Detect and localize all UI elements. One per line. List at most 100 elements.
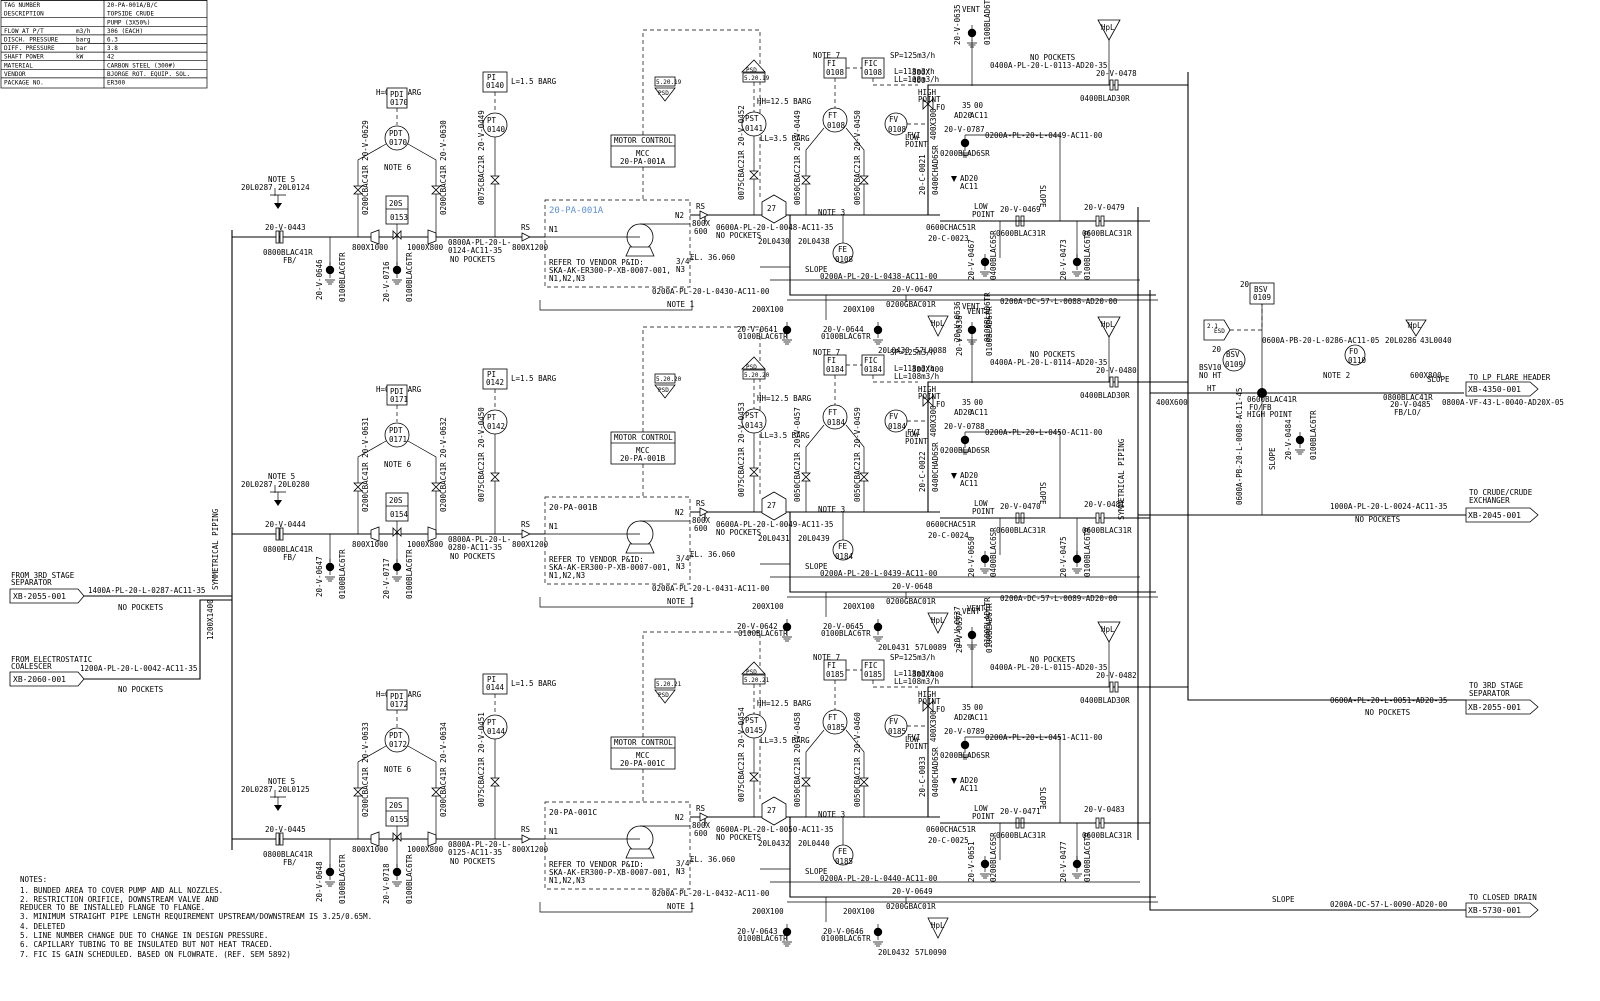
pump-tag: 20-PA-001A [549, 206, 604, 216]
valve-spec: 0600BLAC31R [996, 526, 1046, 535]
reducer-symbol [427, 526, 437, 542]
refer-text: SKA-AK-ER300-P-XB-0007-001, [549, 868, 671, 877]
line-tag: 20L0287 [241, 480, 273, 489]
mcc-box [610, 431, 676, 465]
pump-package-boundary [544, 496, 691, 585]
mcc-label: MCC [636, 149, 650, 158]
datasheet-value: 42 [107, 54, 115, 61]
mcc-label: MCC [636, 751, 650, 760]
valve-spec: 0100BLAC6TR [338, 549, 347, 599]
psd-triangle [741, 661, 766, 675]
reducer-tag: 800X1200 [512, 845, 549, 854]
alarm-setpoint: HH=12.5 BARG [757, 699, 812, 708]
hpl-label: HpL [1408, 321, 1422, 330]
pdt-bubble [384, 125, 410, 151]
ground-symbol [392, 279, 402, 285]
slope: SLOPE [805, 562, 828, 571]
line-tag: 20L0438 [798, 237, 830, 246]
instrument-no: 0170 [390, 98, 409, 107]
inlet-sep-tag: XB-2055-001 [13, 592, 66, 601]
pipe-segment [545, 223, 690, 238]
instrument-no: 0184 [827, 418, 846, 427]
hex-label: 27 [767, 501, 776, 510]
off-page-connector [1465, 381, 1539, 397]
reducer-tag: 800X [692, 516, 711, 525]
flange [1100, 817, 1105, 829]
valve-spec: 0600BLAC31R [996, 831, 1046, 840]
instrument-no: 0108 [835, 255, 854, 264]
ground-symbol [960, 754, 970, 760]
check-spec: 0600CHAC51R [926, 223, 976, 232]
instrument-label: PDT [389, 731, 403, 740]
pipe-segment [760, 266, 1140, 281]
ro-symbol [699, 812, 709, 822]
inlet-coal-tag: XB-2060-001 [13, 675, 66, 684]
pipe-segment [999, 432, 1078, 555]
valve-spec: 0100BLAC6TR [1083, 527, 1092, 577]
pipe-segment [999, 737, 1078, 860]
spec: AD20 [954, 408, 973, 417]
fvi-label: FVI [907, 131, 921, 140]
ro-symbol [521, 529, 531, 539]
reducer-tag: 800X [692, 219, 711, 228]
instrument-no: 0184 [835, 552, 854, 561]
note-ref: NOTE 2 [1323, 371, 1350, 380]
strainer-tag: 20S [389, 496, 403, 505]
reducer-symbol [427, 229, 437, 245]
strainer-no: 0153 [390, 213, 408, 222]
valve-spec: FB/ [283, 256, 297, 265]
check-spec: 0600CHAC51R [926, 825, 976, 834]
instrument-no: 0140 [487, 125, 506, 134]
low-point: LOW [974, 499, 988, 508]
hpl-triangle [927, 917, 949, 939]
alarm-setpoint: HH=12.5 BARG [757, 394, 812, 403]
flange [1095, 215, 1100, 227]
line-number: 0600A-PL-20-L-0048-AC11-35 [716, 223, 833, 232]
line-number: 0600A-PL-20-L-0051-AD20-35 [1330, 696, 1447, 705]
line-tag: 20L0125 [278, 785, 310, 794]
reducer-tag: 400X300 [929, 710, 938, 742]
refer-text: REFER TO VENDOR P&ID: [549, 860, 644, 869]
note-ref: NOTE 7 [813, 348, 840, 357]
datasheet-label: SHAFT POWER [4, 54, 44, 61]
line-number: 0200A-PL-20-L-0451-AC11-00 [985, 733, 1103, 742]
valve-spec: FB/ [283, 553, 297, 562]
low-point: POINT [972, 507, 995, 516]
isolation-valve [431, 787, 441, 797]
valve-spec: FO/FB [1249, 403, 1272, 412]
valve-spec: 0100BLAC6TR [821, 332, 871, 341]
pump-tag: 20-PA-001B [549, 503, 597, 512]
pump-tag: 20-PA-001C [549, 808, 597, 817]
reducer-tag: 300X400 [912, 670, 944, 679]
pipe-segment [1137, 72, 1466, 911]
valve-spec: 0600BLAC31R [996, 229, 1046, 238]
alarm-setpoint: L=118m3/h [894, 364, 935, 373]
valve-spec: 0100BLAC6TR [338, 854, 347, 904]
valve-tag: 20-V-0481 [1084, 500, 1125, 509]
slope: SLOPE [805, 265, 828, 274]
ground-symbol [873, 941, 883, 947]
valve-tag: 20-V-0485 [1390, 400, 1431, 409]
valve-spec: 0100BLAD6TR [983, 292, 992, 342]
inlet-sep-line: 1400A-PL-20-L-0287-AC11-35 [88, 586, 205, 595]
line-number: 0600A-PB-20-L-0088-AC11-45 [1235, 388, 1244, 505]
valve-tag: 20-V-0651 [967, 841, 976, 882]
line-number: 0200A-PL-20-L-0432-AC11-00 [652, 889, 770, 898]
valve-spec: 0800BLAC41R [263, 545, 313, 554]
valve-tag: 0075CBAC21R 20-V-0454 [737, 707, 746, 802]
check-tag: 20-C-0022 [918, 451, 927, 492]
datasheet-label: DIFF. PRESSURE [4, 45, 55, 52]
low-point: LOW [905, 430, 919, 439]
slope: SLOPE [1038, 482, 1047, 505]
valve-tag: 20-V-0479 [1084, 203, 1125, 212]
pipe-segment [642, 326, 761, 497]
flange [1100, 512, 1105, 524]
esd-label: ESD [1214, 328, 1225, 335]
drain-valve [873, 325, 883, 335]
symmetrical-label: SYMMETRICAL PIPING [1117, 438, 1126, 520]
instrument-label: PDI [390, 692, 404, 701]
ground-symbol [782, 636, 792, 642]
vent-label: VENT [962, 607, 981, 616]
nozzle: N2 [675, 813, 684, 822]
